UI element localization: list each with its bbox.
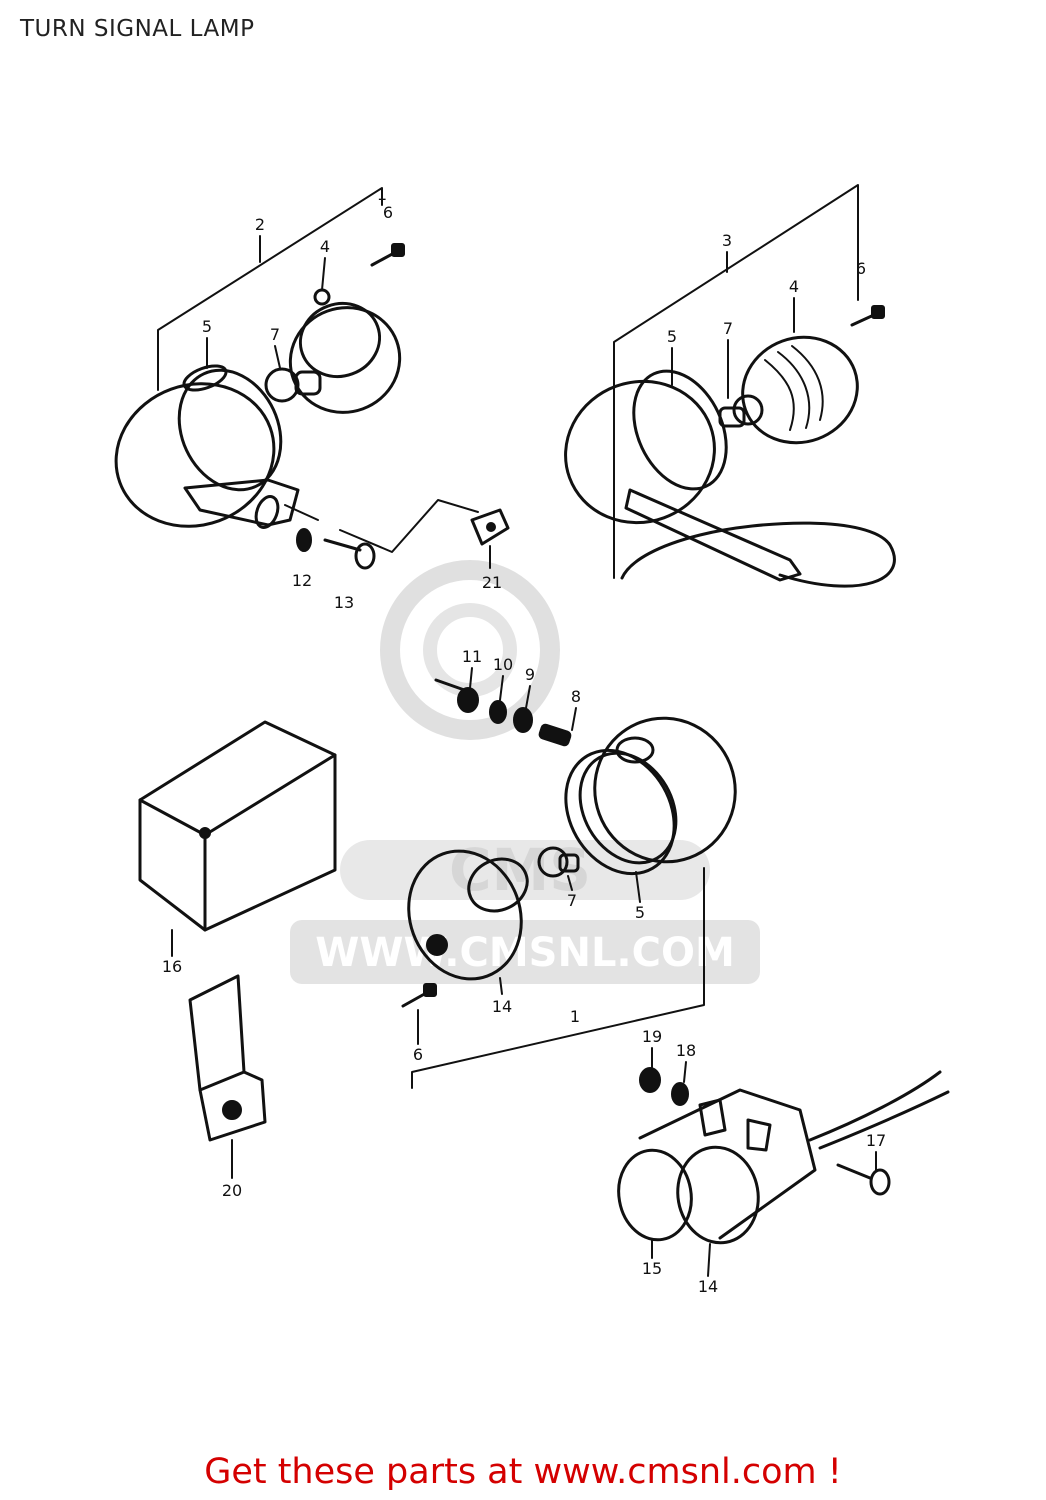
- flasher-relay: [138, 720, 337, 932]
- callout-10: 10: [493, 655, 513, 674]
- callout-1b: 1: [570, 1007, 580, 1026]
- dual-tail-lamp: [617, 1067, 950, 1245]
- front-right-lamp: [564, 184, 896, 588]
- rear-lamp-exploded: [401, 678, 737, 1089]
- callout-7b: 7: [723, 319, 733, 338]
- callout-20: 20: [222, 1181, 242, 1200]
- callout-14a: 14: [492, 997, 512, 1016]
- watermark: CMS WWW.CMSNL.COM: [290, 560, 760, 984]
- parts-diagram: CMS WWW.CMSNL.COM: [114, 184, 950, 1296]
- callout-5c: 5: [635, 903, 645, 922]
- callout-13: 13: [334, 593, 354, 612]
- callout-labels: 1 2 6 4 5 7 12 13 21 3 6 4 5 7 11 10 9 8…: [162, 185, 886, 1296]
- callout-6b: 6: [856, 259, 866, 278]
- callout-21: 21: [482, 573, 502, 592]
- callout-4b: 4: [789, 277, 799, 296]
- mounting-bracket: [188, 974, 267, 1142]
- callout-18: 18: [676, 1041, 696, 1060]
- callout-17: 17: [866, 1131, 886, 1150]
- page-title: TURN SIGNAL LAMP: [20, 16, 255, 42]
- callout-16: 16: [162, 957, 182, 976]
- callout-6c: 6: [413, 1045, 423, 1064]
- callout-5b: 5: [667, 327, 677, 346]
- callout-4a: 4: [320, 237, 330, 256]
- promo-link[interactable]: Get these parts at www.cmsnl.com !: [204, 1452, 842, 1492]
- front-left-lamp: [114, 187, 510, 570]
- callout-12: 12: [292, 571, 312, 590]
- callout-15: 15: [642, 1259, 662, 1278]
- callout-5a: 5: [202, 317, 212, 336]
- callout-8: 8: [571, 687, 581, 706]
- callout-11: 11: [462, 647, 482, 666]
- callout-3: 3: [722, 231, 732, 250]
- callout-7c: 7: [567, 891, 577, 910]
- callout-6a: 6: [383, 203, 393, 222]
- callout-14b: 14: [698, 1277, 718, 1296]
- callout-1a: 1: [377, 185, 387, 204]
- callout-19: 19: [642, 1027, 662, 1046]
- callout-9: 9: [525, 665, 535, 684]
- watermark-text: WWW.CMSNL.COM: [315, 930, 735, 976]
- callout-7a: 7: [270, 325, 280, 344]
- callout-2: 2: [255, 215, 265, 234]
